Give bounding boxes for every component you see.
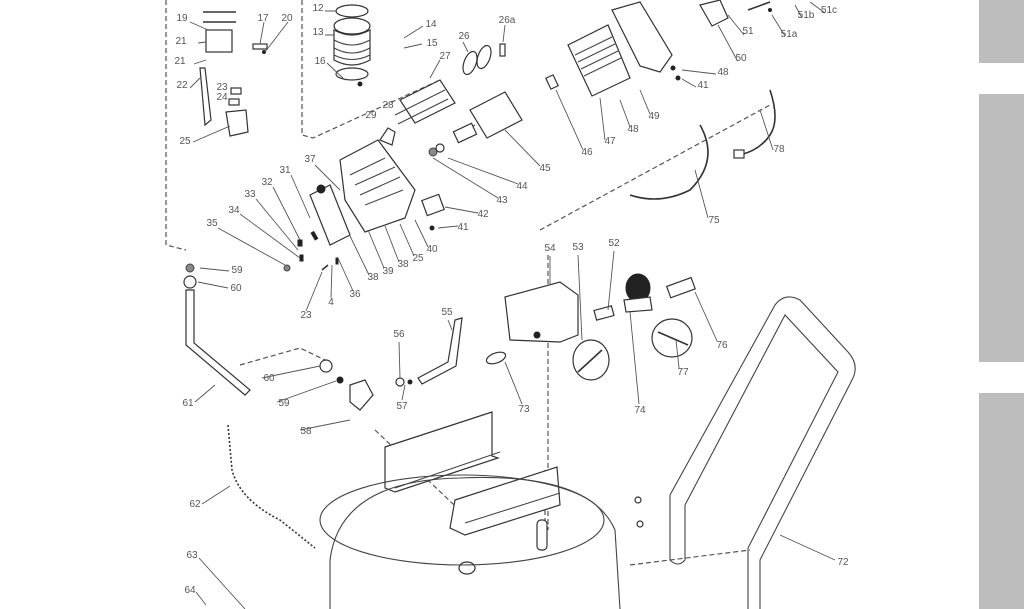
callout-label: 56 — [393, 329, 405, 340]
side-panel-bottom[interactable] — [979, 393, 1024, 609]
callout-label: 20 — [281, 13, 293, 24]
callout-label: 46 — [581, 147, 593, 158]
outlet-pipe-group — [183, 263, 251, 396]
callout-label: 26 — [458, 31, 470, 42]
callout-label: 57 — [396, 401, 408, 412]
fittings-group — [319, 317, 507, 411]
callout-label: 17 — [257, 13, 269, 24]
side-panel-middle[interactable] — [979, 94, 1024, 362]
callout-label: 45 — [539, 163, 551, 174]
leader-lines — [189, 1, 836, 609]
side-panel-top[interactable] — [979, 0, 1024, 63]
callout-label: 38 — [367, 272, 379, 283]
callout-label: 42 — [477, 209, 489, 220]
callout-label: 76 — [716, 340, 728, 351]
valve-plate-group — [394, 43, 506, 125]
callout-label: 15 — [426, 38, 438, 49]
pressure-switch-group — [504, 273, 696, 381]
callout-label: 58 — [300, 426, 312, 437]
callout-label: 23 — [300, 310, 312, 321]
callout-label: 39 — [382, 266, 394, 277]
callout-label: 29 — [365, 110, 377, 121]
callout-label: 12 — [312, 3, 324, 14]
cylinder-head-group — [333, 4, 371, 87]
callout-label: 40 — [426, 244, 438, 255]
callout-label: 43 — [496, 195, 508, 206]
brackets-group — [384, 411, 561, 575]
callout-label: 41 — [457, 222, 469, 233]
callout-label: 47 — [604, 136, 616, 147]
callout-label: 16 — [314, 56, 326, 67]
callout-label: 25 — [412, 253, 424, 264]
handle-group — [634, 296, 856, 609]
callout-label: 41 — [697, 80, 709, 91]
wire-75 — [629, 124, 709, 200]
callout-label: 52 — [608, 238, 620, 249]
callout-label: 50 — [735, 53, 747, 64]
callout-label: 23 — [216, 82, 228, 93]
callout-label: 53 — [572, 242, 584, 253]
callout-label: 64 — [184, 585, 196, 596]
callout-label: 59 — [231, 265, 243, 276]
callout-label: 59 — [278, 398, 290, 409]
callout-label: 31 — [279, 165, 291, 176]
callout-label: 21 — [174, 56, 186, 67]
callout-label: 54 — [544, 243, 556, 254]
callout-label: 13 — [312, 27, 324, 38]
callout-label: 4 — [328, 297, 334, 308]
callout-label: 24 — [216, 92, 228, 103]
callout-label: 51c — [820, 5, 838, 16]
callout-label: 44 — [516, 181, 528, 192]
callout-label: 48 — [627, 124, 639, 135]
tank-group — [319, 474, 621, 609]
callout-label: 34 — [228, 205, 240, 216]
callout-label: 72 — [837, 557, 849, 568]
callout-label: 22 — [176, 80, 188, 91]
callout-label: 77 — [677, 367, 689, 378]
callout-label: 51 — [742, 26, 754, 37]
wire-78 — [739, 89, 776, 156]
callout-label: 28 — [382, 100, 394, 111]
callout-label: 14 — [425, 19, 437, 30]
callout-label: 32 — [261, 177, 273, 188]
callout-label: 49 — [648, 111, 660, 122]
callout-label: 26a — [498, 15, 516, 26]
callout-label: 60 — [230, 283, 242, 294]
callout-label: 51b — [797, 10, 815, 21]
callout-label: 62 — [189, 499, 201, 510]
callout-label: 25 — [179, 136, 191, 147]
callout-label: 37 — [304, 154, 316, 165]
spring-hose — [227, 424, 316, 549]
callout-label: 73 — [518, 404, 530, 415]
callout-label: 48 — [717, 67, 729, 78]
piston-group — [199, 11, 268, 137]
callout-label: 75 — [708, 215, 720, 226]
dashed-boundary-electrics — [539, 104, 771, 231]
screws-group — [283, 230, 339, 272]
callout-label: 36 — [349, 289, 361, 300]
motor-group — [452, 0, 772, 144]
callout-label: 61 — [182, 398, 194, 409]
dashed-pipe-link — [239, 347, 326, 366]
callout-label: 74 — [634, 405, 646, 416]
plug-78 — [733, 149, 745, 159]
callout-label: 38 — [397, 259, 409, 270]
callout-label: 33 — [244, 189, 256, 200]
callout-label: 55 — [441, 307, 453, 318]
crankcase-group — [309, 127, 445, 246]
callout-label: 51a — [780, 29, 798, 40]
callout-label: 27 — [439, 51, 451, 62]
callout-label: 35 — [206, 218, 218, 229]
callout-label: 78 — [773, 144, 785, 155]
dashed-boundary-head — [301, 0, 441, 139]
callout-label: 19 — [176, 13, 188, 24]
dashed-leader-handle — [629, 549, 751, 566]
dashed-boundary-left — [165, 0, 187, 251]
callout-label: 60 — [263, 373, 275, 384]
callout-label: 21 — [175, 36, 187, 47]
callout-label: 63 — [186, 550, 198, 561]
